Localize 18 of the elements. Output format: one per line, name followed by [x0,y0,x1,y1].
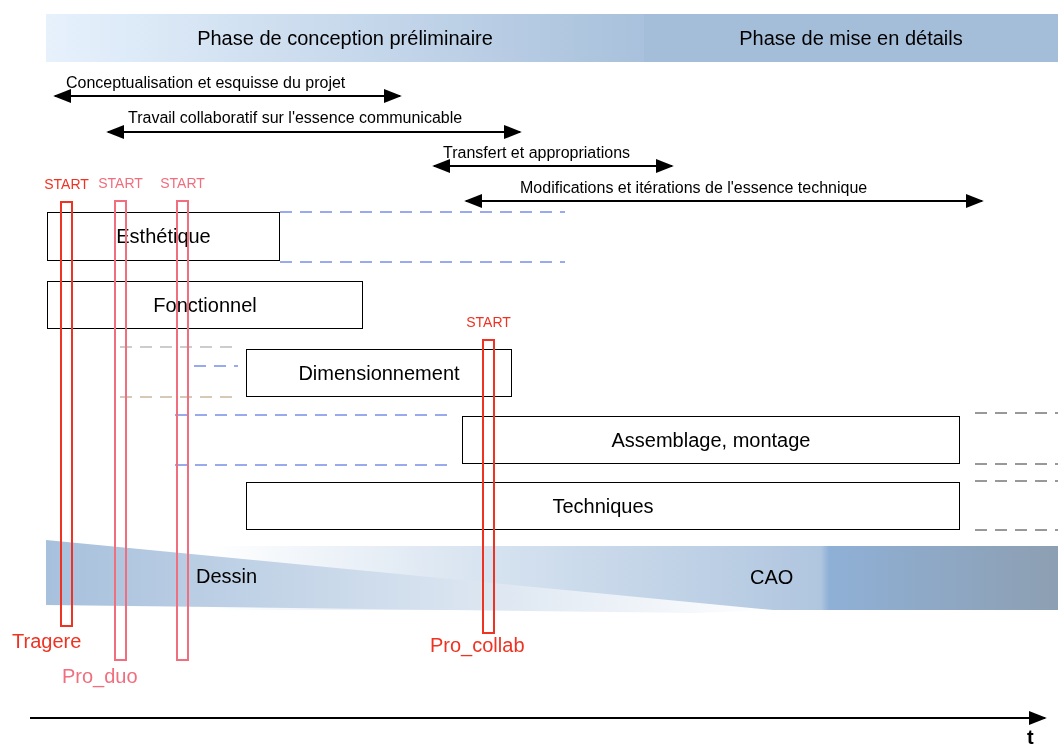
task-box: Dimensionnement [246,349,512,397]
band-label: Dessin [196,565,258,588]
start-label: START [160,174,205,193]
tool-name: Tragere [12,630,82,653]
tool-name: Pro_duo [62,665,138,688]
phase-band: Phase de conception préliminaire [46,14,644,62]
duration-label: Modifications et itérations de l'essence technique [520,179,868,197]
start-label: START [98,174,143,193]
duration-label: Travail collaboratif sur l'essence communicable [128,109,463,127]
tool-name: Pro_collab [430,634,525,657]
task-box: Techniques [246,482,960,530]
task-box: Assemblage, montage [462,416,960,464]
phase-band: Phase de mise en détails [644,14,1058,62]
band-label: CAO [750,566,794,589]
start-label: START [466,313,511,332]
duration-label: Transfert et appropriations [443,144,631,162]
start-label: START [44,175,89,194]
axis-label: t [1027,726,1034,749]
